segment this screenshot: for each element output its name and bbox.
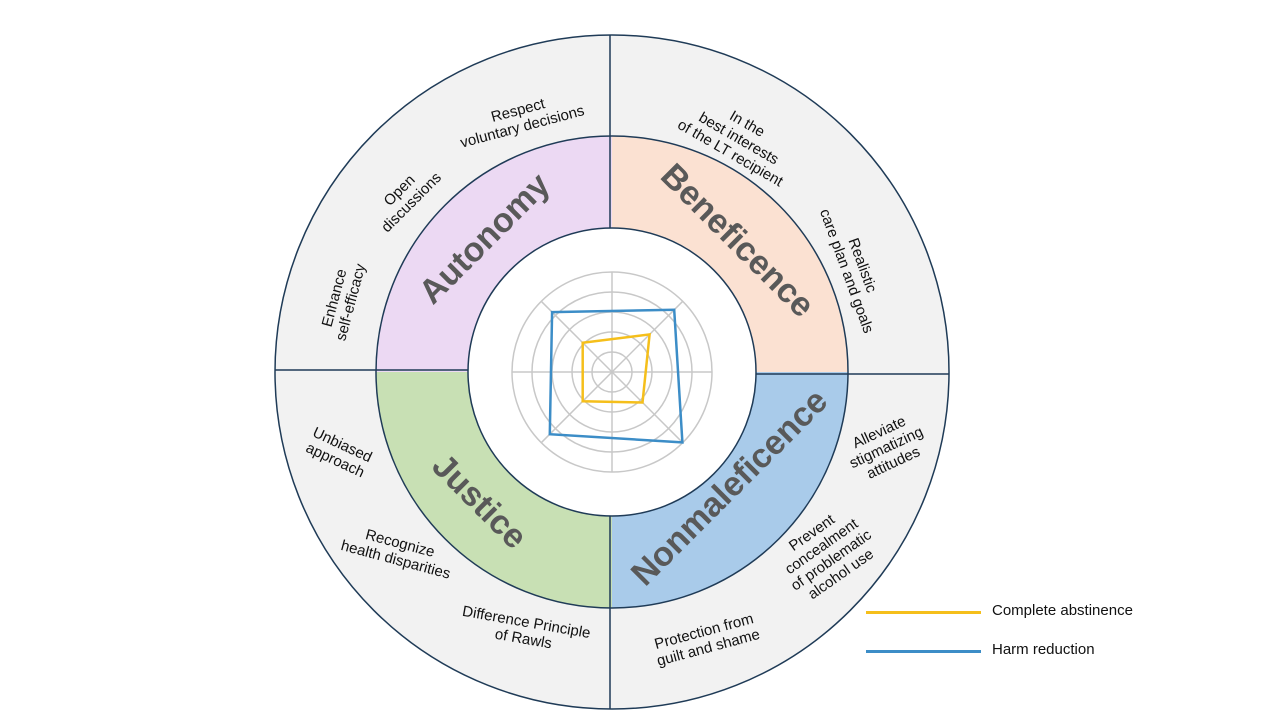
legend-swatch-abstinence [866, 611, 981, 614]
legend-item-harm-reduction: Harm reduction [866, 639, 1166, 678]
sector-beneficence [612, 136, 848, 372]
legend-item-abstinence: Complete abstinence [866, 600, 1166, 639]
radar-spoke-2 [611, 300, 684, 373]
radar-spoke-6 [540, 371, 613, 444]
legend-label-harm-reduction: Harm reduction [992, 641, 1095, 658]
radar-series-abstinence [581, 332, 652, 404]
sector-justice [376, 372, 612, 608]
legend: Complete abstinence Harm reduction [866, 600, 1166, 678]
middle-ring-border [375, 135, 849, 609]
sector-autonomy [376, 136, 612, 372]
radar-series-harm-reduction [548, 308, 684, 444]
sector-nonmaleficence [612, 372, 848, 608]
legend-label-abstinence: Complete abstinence [992, 602, 1133, 619]
radar-chart [511, 271, 713, 473]
radar-spoke-4 [611, 371, 684, 444]
legend-swatch-harm-reduction [866, 650, 981, 653]
